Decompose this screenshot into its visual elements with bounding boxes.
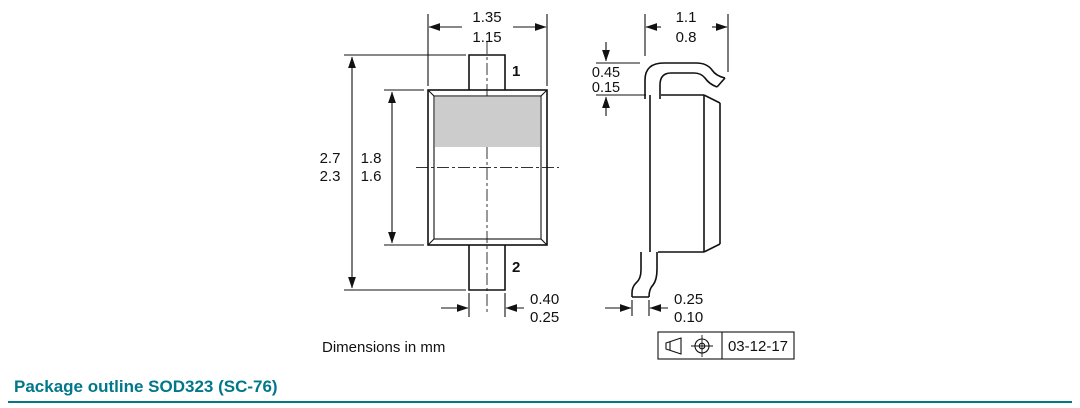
front-centerlines [416, 42, 559, 312]
front-view: 1 2 1.35 1.15 2.7 2.3 [320, 9, 560, 326]
pin2-label: 2 [512, 259, 520, 276]
dim-side-overall-width-max: 1.1 [676, 9, 697, 26]
dim-lead-width: 0.40 0.25 [441, 291, 559, 326]
front-body [427, 89, 548, 246]
side-top-lead [644, 62, 726, 99]
dim-overall-height: 2.7 2.3 [320, 54, 466, 291]
dim-overall-height-max: 2.7 [320, 150, 341, 167]
dim-top-width-max: 1.35 [472, 9, 501, 26]
dim-body-height-max: 1.8 [361, 150, 382, 167]
pin1-label: 1 [512, 63, 520, 80]
outline-drawing: 1 2 1.35 1.15 2.7 2.3 [320, 9, 795, 360]
dim-lead-width-min: 0.25 [530, 309, 559, 326]
title-block: 03-12-17 [657, 331, 795, 360]
side-view: 1.1 0.8 0.45 0.15 0.25 0.10 [592, 9, 729, 326]
dim-side-lead-height-max: 0.45 [592, 65, 620, 81]
front-leads [468, 54, 506, 291]
dim-lead-width-max: 0.40 [530, 291, 559, 308]
dim-body-height: 1.8 1.6 [361, 89, 424, 246]
first-angle-projection-target-icon [691, 335, 713, 357]
dim-side-lead-thickness-min: 0.10 [674, 309, 703, 326]
dimensions-note: Dimensions in mm [322, 339, 445, 356]
page-title: Package outline SOD323 (SC-76) [14, 377, 278, 396]
side-bottom-lead [631, 252, 658, 298]
dim-overall-height-min: 2.3 [320, 168, 341, 185]
dim-top-width-min: 1.15 [472, 29, 501, 46]
dim-body-height-min: 1.6 [361, 168, 382, 185]
dim-side-lead-height: 0.45 0.15 [592, 42, 646, 116]
footer-rule [8, 401, 1072, 403]
dim-side-lead-thickness-max: 0.25 [674, 291, 703, 308]
dim-side-lead-height-min: 0.15 [592, 80, 620, 96]
first-angle-projection-cone-icon [665, 337, 682, 355]
cathode-band [435, 97, 540, 147]
revision-date: 03-12-17 [728, 338, 788, 355]
dim-top-width: 1.35 1.15 [427, 9, 548, 86]
dim-side-overall-width: 1.1 0.8 [644, 9, 729, 72]
dim-side-lead-thickness: 0.25 0.10 [605, 291, 703, 326]
dim-side-overall-width-min: 0.8 [676, 29, 697, 46]
side-body [649, 94, 721, 253]
